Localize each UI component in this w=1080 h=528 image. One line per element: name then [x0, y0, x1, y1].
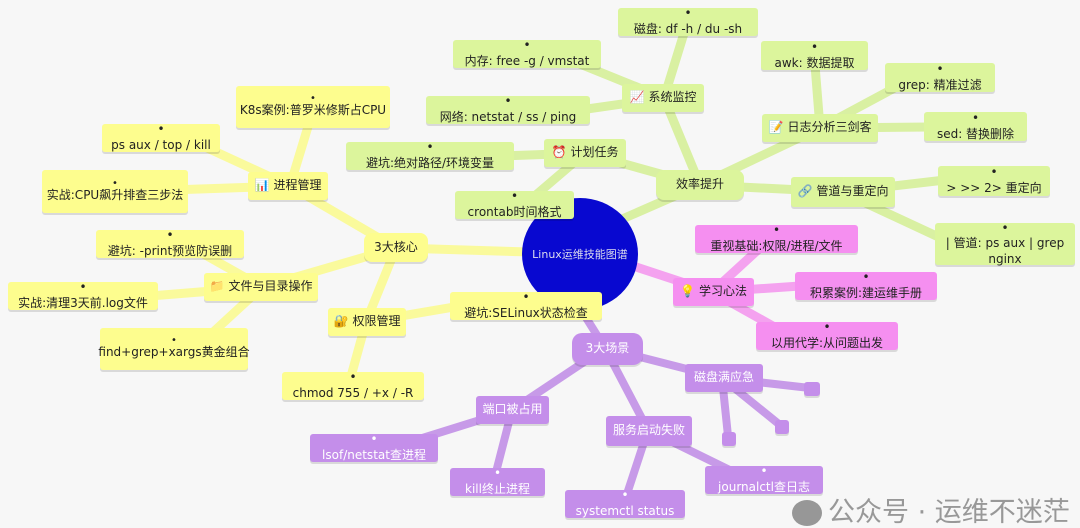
- perm-node[interactable]: 🔐权限管理: [328, 308, 406, 336]
- service-node[interactable]: 服务启动失败: [606, 416, 692, 446]
- leaf[interactable]: 避坑:绝对路径/环境变量: [346, 142, 514, 170]
- leaf[interactable]: crontab时间格式: [455, 191, 574, 219]
- leaf[interactable]: awk: 数据提取: [761, 41, 868, 70]
- leaf[interactable]: systemctl status: [565, 490, 685, 518]
- disk-node[interactable]: 磁盘满应急: [685, 364, 763, 392]
- bullet: •: [112, 177, 118, 189]
- empty-leaf[interactable]: [804, 382, 820, 396]
- leaf[interactable]: 实战:清理3天前.log文件: [8, 282, 158, 310]
- scenarios-branch[interactable]: 3大场景: [572, 333, 643, 365]
- memo-icon: 📝: [768, 120, 784, 135]
- watermark: 公众号 · 运维不迷茫: [792, 499, 1070, 527]
- leaf[interactable]: 避坑: -print预览防误删: [96, 230, 244, 258]
- leaf[interactable]: 积累案例:建运维手册: [795, 272, 937, 300]
- lightbulb-icon: 💡: [680, 284, 695, 299]
- wechat-icon: [792, 500, 822, 526]
- cron-node[interactable]: ⏰计划任务: [544, 139, 626, 167]
- monitor-node[interactable]: 📈系统监控: [622, 84, 704, 112]
- folder-icon: 📁: [209, 279, 225, 294]
- process-node[interactable]: 📊进程管理: [248, 172, 328, 200]
- leaf[interactable]: kill终止进程: [450, 468, 545, 496]
- port-node[interactable]: 端口被占用: [476, 396, 549, 424]
- bar-chart-icon: 📊: [254, 178, 270, 193]
- leaf-text: find+grep+xargs黄金组合: [98, 345, 250, 360]
- files-label: 文件与目录操作: [228, 279, 313, 294]
- leaf[interactable]: ps aux / top / kill: [102, 124, 220, 152]
- empty-leaf[interactable]: [775, 420, 789, 434]
- learning-label: 学习心法: [698, 284, 747, 299]
- core-branch[interactable]: 3大核心: [364, 233, 428, 262]
- leaf[interactable]: lsof/netstat查进程: [310, 434, 438, 462]
- leaf[interactable]: •实战:CPU飙升排查三步法: [42, 170, 188, 213]
- leaf[interactable]: 磁盘: df -h / du -sh: [618, 8, 758, 36]
- leaf[interactable]: 内存: free -g / vmstat: [453, 40, 601, 68]
- leaf[interactable]: 避坑:SELinux状态检查: [450, 292, 602, 320]
- alarm-clock-icon: ⏰: [551, 145, 567, 160]
- leaf[interactable]: 网络: netstat / ss / ping: [426, 96, 590, 124]
- leaf[interactable]: •K8s案例:普罗米修斯占CPU: [236, 86, 390, 128]
- leaf[interactable]: sed: 替换删除: [924, 112, 1027, 141]
- process-label: 进程管理: [273, 178, 322, 193]
- leaf[interactable]: 重视基础:权限/进程/文件: [695, 225, 858, 253]
- pipe-label: 管道与重定向: [816, 184, 889, 199]
- efficiency-branch[interactable]: 效率提升: [656, 170, 744, 200]
- leaf[interactable]: •find+grep+xargs黄金组合: [98, 328, 250, 370]
- bullet: •: [171, 335, 177, 347]
- learning-branch[interactable]: 💡学习心法: [673, 278, 754, 306]
- leaf[interactable]: chmod 755 / +x / -R: [282, 372, 424, 400]
- logs-node[interactable]: 📝日志分析三剑客: [762, 114, 878, 142]
- bullet: •: [310, 93, 316, 105]
- logs-label: 日志分析三剑客: [787, 120, 872, 135]
- lock-icon: 🔐: [333, 314, 349, 329]
- watermark-text: 公众号 · 运维不迷茫: [828, 497, 1070, 528]
- leaf-text: K8s案例:普罗米修斯占CPU: [239, 103, 387, 118]
- empty-leaf[interactable]: [722, 432, 736, 446]
- leaf-text: 实战:CPU飙升排查三步法: [46, 187, 184, 202]
- leaf[interactable]: journalctl查日志: [705, 466, 823, 494]
- leaf[interactable]: 以用代学:从问题出发: [756, 322, 898, 350]
- pipe-node[interactable]: 🔗管道与重定向: [791, 177, 895, 207]
- link-icon: 🔗: [797, 184, 813, 199]
- leaf[interactable]: | 管道: ps aux | grep nginx: [935, 223, 1075, 266]
- leaf[interactable]: grep: 精准过滤: [885, 63, 995, 92]
- files-node[interactable]: 📁文件与目录操作: [204, 273, 318, 301]
- monitor-label: 系统监控: [648, 90, 697, 105]
- perm-label: 权限管理: [352, 314, 401, 329]
- leaf[interactable]: > >> 2> 重定向: [938, 166, 1050, 196]
- cron-label: 计划任务: [570, 145, 619, 160]
- chart-up-icon: 📈: [629, 90, 645, 105]
